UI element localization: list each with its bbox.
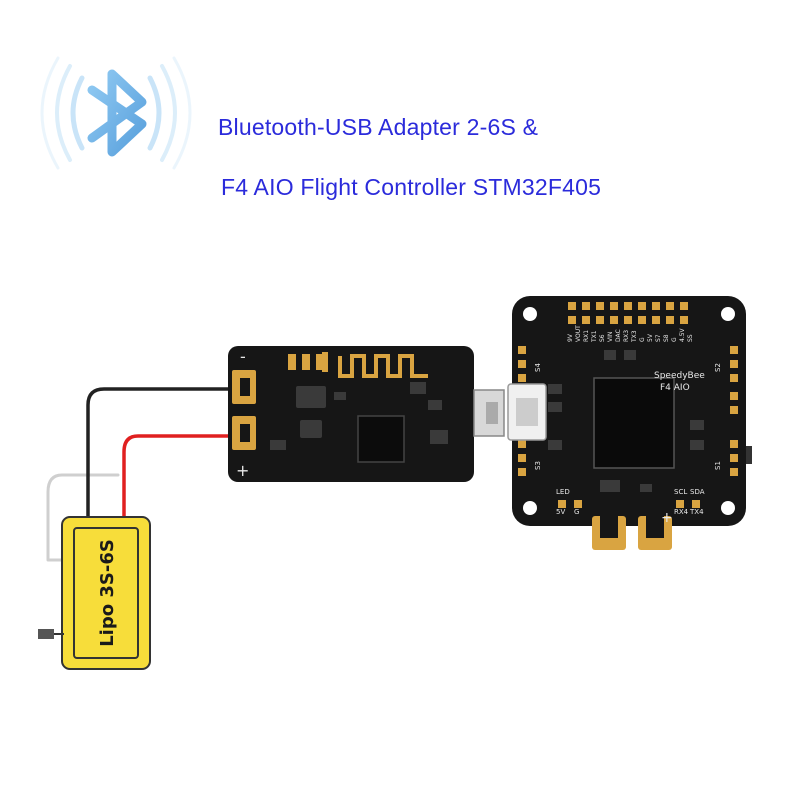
bluetooth-usb-adapter: - + bbox=[228, 346, 505, 482]
black-wire bbox=[86, 387, 240, 526]
adapter-antenna bbox=[322, 352, 428, 378]
fc-power-pads bbox=[592, 516, 672, 550]
adapter-power-pads bbox=[232, 370, 256, 450]
fc-top-pad-labels: 9V VOUT RX1 TX1 S6 VIN DAC RX3 TX3 G 5V … bbox=[567, 325, 694, 343]
fc-components bbox=[548, 350, 704, 492]
fc-pad-label: LED bbox=[556, 488, 570, 496]
fc-pad-label: S6 bbox=[599, 334, 606, 342]
power-wires bbox=[46, 387, 240, 562]
fc-pad-label: 9V bbox=[567, 333, 574, 342]
fc-model-label: F4 AIO bbox=[660, 383, 690, 393]
fc-pad-label: S1 bbox=[714, 461, 722, 470]
fc-pad-label: VOUT bbox=[575, 325, 582, 342]
fc-pad-label: 4.5V bbox=[679, 327, 686, 342]
fc-pad-label: S2 bbox=[714, 363, 722, 372]
fc-usb-port bbox=[507, 383, 547, 441]
fc-pad-label: VIN bbox=[607, 332, 614, 342]
red-wire bbox=[122, 434, 240, 526]
white-wire bbox=[46, 473, 120, 562]
lipo-battery: Lipo 3S-6S bbox=[38, 516, 151, 670]
fc-brand-label: SpeedyBee bbox=[654, 371, 705, 381]
fc-pad-label: G bbox=[574, 508, 579, 516]
adapter-components bbox=[270, 382, 448, 450]
fc-pad-label: SCL bbox=[674, 488, 687, 496]
fc-pad-label: RX1 bbox=[583, 330, 590, 342]
fc-pad-label: RX3 bbox=[623, 330, 630, 342]
fc-pad-label: RX4 bbox=[674, 508, 689, 516]
adapter-small-pads bbox=[288, 354, 324, 370]
fc-bottom-pad-labels: LED 5V G SCL SDA RX4 TX4 bbox=[556, 488, 705, 516]
fc-pad-label: 5V bbox=[647, 333, 654, 342]
fc-side-pads bbox=[518, 346, 738, 476]
fc-pad-label: S8 bbox=[663, 334, 670, 342]
adapter-minus-label: - bbox=[240, 347, 246, 366]
bluetooth-icon bbox=[40, 56, 192, 170]
bluetooth-signal-waves-left bbox=[40, 56, 85, 170]
fc-side-pad-labels: S4 S2 S3 S1 bbox=[534, 363, 722, 470]
adapter-plus-label: + bbox=[236, 461, 249, 480]
fc-mcu-chip bbox=[593, 377, 675, 469]
fc-pad-label: TX3 bbox=[631, 330, 638, 343]
fc-pad-label: S4 bbox=[534, 363, 542, 372]
fc-pad-label: 5V bbox=[556, 508, 565, 516]
fc-top-pads bbox=[568, 302, 688, 324]
battery-balance-plug bbox=[38, 629, 64, 639]
fc-bottom-pads bbox=[558, 500, 700, 508]
fc-pad-label: G bbox=[639, 337, 646, 342]
fc-pad-label: S7 bbox=[655, 334, 662, 342]
fc-side-switch bbox=[746, 446, 752, 464]
fc-pad-label: SDA bbox=[690, 488, 705, 496]
adapter-usb-connector bbox=[473, 389, 505, 437]
fc-pad-label: TX4 bbox=[689, 508, 704, 516]
adapter-chip bbox=[357, 415, 405, 463]
fc-pad-label: S3 bbox=[534, 461, 542, 470]
fc-pad-label: DAC bbox=[615, 329, 622, 342]
fc-mounting-holes bbox=[523, 307, 735, 515]
f4-aio-flight-controller: SpeedyBee F4 AIO + 9V VOUT RX1 TX1 S6 VI… bbox=[507, 296, 752, 550]
fc-pad-label: SS bbox=[687, 334, 694, 342]
title-line-1: Bluetooth-USB Adapter 2-6S & bbox=[218, 114, 539, 140]
fc-pad-label: TX1 bbox=[591, 330, 598, 343]
battery-label: Lipo 3S-6S bbox=[97, 539, 118, 647]
fc-pad-label: G bbox=[671, 337, 678, 342]
fc-plus-label: + bbox=[661, 510, 673, 526]
title-line-2: F4 AIO Flight Controller STM32F405 bbox=[221, 174, 602, 200]
bluetooth-signal-waves-right bbox=[147, 56, 192, 170]
